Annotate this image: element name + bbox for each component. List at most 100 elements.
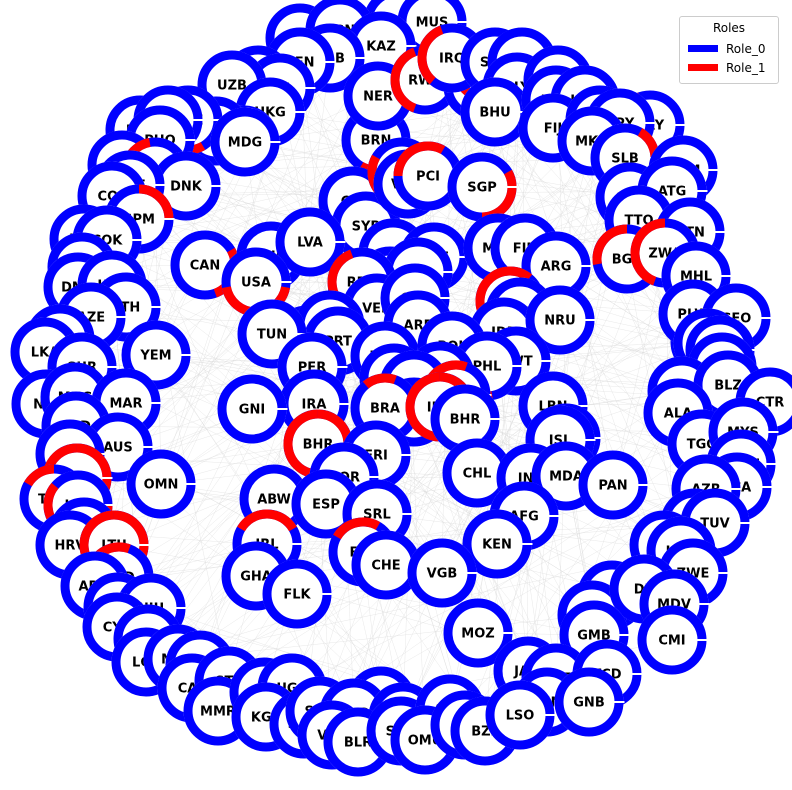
- node-label: MDG: [228, 136, 262, 151]
- node-ring-role-1: [393, 141, 446, 177]
- node-ring-role-1: [333, 517, 381, 540]
- node-label: GNB: [573, 696, 604, 711]
- node-ring-role-1: [417, 25, 444, 85]
- graph-edge: [400, 122, 621, 732]
- legend: Roles Role_0 Role_1: [679, 16, 779, 84]
- node-background: [578, 450, 648, 520]
- node-label: ATG: [658, 185, 687, 200]
- node-label: ARG: [541, 260, 572, 275]
- node-label: GNI: [239, 403, 265, 418]
- node-label: SGP: [467, 181, 497, 196]
- graph-edge: [291, 463, 742, 689]
- node-background: [442, 438, 512, 508]
- node-label: BHR: [450, 413, 481, 428]
- node-label: GMB: [577, 629, 611, 644]
- node-background: [525, 285, 595, 355]
- graph-node: CMI: [637, 605, 708, 675]
- node-label: OMN: [144, 478, 179, 493]
- graph-node: GNB: [554, 667, 625, 737]
- node-label: LSO: [506, 709, 535, 724]
- graph-node: LSO: [485, 680, 556, 750]
- node-background: [217, 374, 287, 444]
- node-background: [393, 141, 463, 211]
- node-label: IRA: [302, 398, 327, 413]
- node-ring-role-1: [592, 224, 628, 265]
- graph-node: PAN: [578, 450, 649, 520]
- node-background: [407, 538, 477, 608]
- node-background: [637, 605, 707, 675]
- node-label: TUN: [257, 328, 287, 343]
- graph-edge: [113, 544, 595, 636]
- node-label: VGB: [427, 567, 458, 582]
- node-background: [554, 667, 624, 737]
- node-label: MDA: [549, 470, 583, 485]
- node-background: [126, 449, 196, 519]
- node-ring-role-1: [24, 464, 55, 487]
- graph-edge: [187, 119, 738, 488]
- graph-node: FLK: [262, 559, 333, 629]
- node-background: [460, 77, 530, 147]
- node-background: [430, 384, 500, 454]
- node-background: [485, 680, 555, 750]
- graph-node: SGP: [447, 152, 518, 222]
- node-label: UZB: [217, 79, 247, 94]
- graph-node: KEN: [462, 509, 533, 579]
- graph-node: LVA: [275, 207, 346, 277]
- legend-label-role-1: Role_1: [726, 60, 766, 75]
- node-label: MOZ: [461, 627, 494, 642]
- legend-item-role-1: Role_1: [688, 58, 770, 77]
- node-label: NRU: [544, 314, 575, 329]
- node-ring-role-1: [475, 266, 533, 319]
- node-label: BRA: [370, 402, 400, 417]
- node-background: [210, 107, 280, 177]
- node-label: PCI: [416, 170, 440, 185]
- node-label: LVA: [297, 236, 323, 251]
- node-label: FIJ: [544, 122, 563, 137]
- node-label: CMI: [658, 634, 685, 649]
- node-background: [291, 469, 361, 539]
- node-background: [275, 207, 345, 277]
- node-label: BHU: [479, 106, 510, 121]
- node-label: BLR: [344, 736, 372, 751]
- graph-node: ESP: [291, 469, 362, 539]
- graph-node: NRU: [525, 285, 596, 355]
- node-label: CHE: [371, 559, 400, 574]
- node-background: [262, 559, 332, 629]
- node-label: HRV: [55, 539, 86, 554]
- graph-edge: [273, 57, 331, 500]
- node-label: BLZ: [714, 379, 742, 394]
- node-background: [221, 247, 291, 317]
- node-layer: DEUMLIMUSECUTGNKAZBRBSENKHRBELUZBHKGBRNN…: [10, 0, 792, 777]
- legend-label-role-0: Role_0: [726, 41, 766, 56]
- node-label: YEM: [139, 349, 171, 364]
- graph-edge: [494, 111, 683, 392]
- node-label: USA: [241, 276, 271, 291]
- legend-title: Roles: [712, 21, 746, 35]
- node-background: [443, 598, 513, 668]
- node-label: CHL: [463, 467, 492, 482]
- node-label: NER: [363, 90, 393, 105]
- node-label: FLK: [283, 588, 311, 603]
- node-background: [462, 509, 532, 579]
- graph-node: OMN: [126, 449, 197, 519]
- graph-node: BRA: [350, 373, 421, 443]
- node-label: TGO: [687, 438, 718, 453]
- node-label: GHA: [240, 570, 272, 585]
- node-background: [447, 152, 517, 222]
- node-label: TUV: [700, 517, 730, 532]
- graph-node: GNI: [217, 374, 288, 444]
- graph-node: MOZ: [443, 598, 514, 668]
- node-label: KAZ: [366, 40, 396, 55]
- graph-node: VGB: [407, 538, 478, 608]
- node-label: PAN: [598, 479, 627, 494]
- node-label: ESP: [312, 498, 340, 513]
- node-ring-role-1: [237, 509, 297, 532]
- node-ring-role-1: [138, 184, 174, 220]
- node-label: IRQ: [439, 52, 465, 67]
- legend-swatch-role-0: [688, 45, 718, 52]
- legend-item-role-0: Role_0: [688, 39, 770, 58]
- node-ring-role-1: [362, 373, 397, 389]
- node-label: MMR: [200, 705, 236, 720]
- graph-node: BHR: [430, 384, 501, 454]
